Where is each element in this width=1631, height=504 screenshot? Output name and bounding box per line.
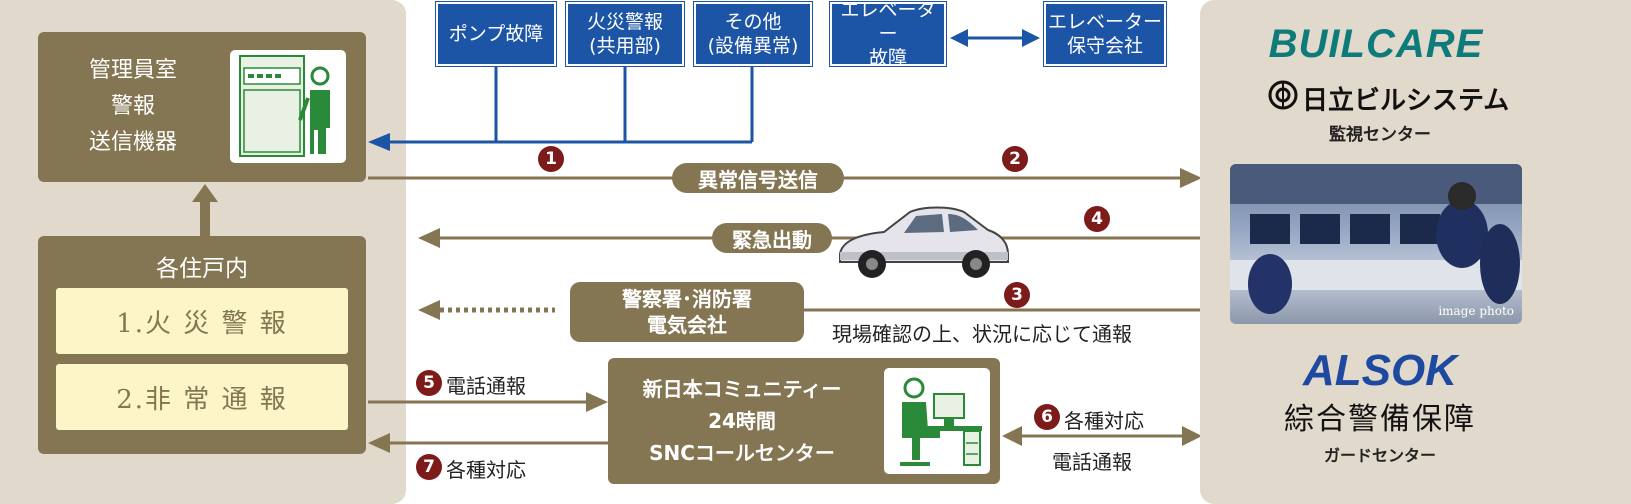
marker-5: 5 bbox=[416, 370, 442, 396]
photo-caption: image photo bbox=[1438, 304, 1514, 318]
police-fire-electric-pill: 警察署･消防署 電気会社 bbox=[570, 282, 804, 342]
snc-label: 新日本コミュニティー 24時間 SNCコールセンター bbox=[642, 377, 842, 465]
management-box: 管理員室 警報 送信機器 bbox=[38, 32, 366, 182]
report-note: 現場確認の上、状況に応じて通報 bbox=[832, 322, 1132, 346]
phone-call-label: 電話通報 bbox=[446, 374, 526, 398]
marker-2: 2 bbox=[1002, 146, 1028, 172]
alsok-company: 綜合警備保障 bbox=[1284, 402, 1476, 437]
guard-center-label: ガードセンター bbox=[1323, 446, 1436, 465]
alarm-panel-icon bbox=[239, 55, 330, 157]
call-center-illustration bbox=[884, 368, 990, 474]
up-arrow bbox=[192, 184, 218, 237]
elevator-maintenance-box: エレベーター 保守会社 bbox=[1043, 1, 1167, 67]
responses-right-label: 各種対応 bbox=[1064, 409, 1144, 433]
hitachi-mark-icon bbox=[1268, 80, 1298, 110]
alsok-logo: ALSOK bbox=[1303, 346, 1457, 395]
units-title: 各住戸内 bbox=[156, 256, 248, 282]
marker-6: 6 bbox=[1034, 404, 1060, 430]
pump-failure-box: ポンプ故障 bbox=[435, 1, 557, 67]
marker-4: 4 bbox=[1084, 206, 1110, 232]
marker-1: 1 bbox=[538, 146, 564, 172]
management-label: 管理員室 警報 送信機器 bbox=[88, 58, 177, 155]
hitachi-company: 日立ビルシステム bbox=[1302, 86, 1510, 116]
operator-desk-icon bbox=[900, 377, 982, 466]
fire-alarm-item: 1.火 災 警 報 bbox=[56, 288, 348, 354]
monitoring-center-label: 監視センター bbox=[1329, 125, 1431, 145]
emergency-call-item: 2.非 常 通 報 bbox=[56, 364, 348, 430]
emergency-dispatch-pill: 緊急出動 bbox=[712, 223, 832, 253]
snc-call-center-box: 新日本コミュニティー 24時間 SNCコールセンター bbox=[608, 358, 1000, 484]
other-equipment-box: その他 (設備異常) bbox=[693, 1, 813, 67]
monitoring-center-photo: image photo bbox=[1230, 164, 1522, 324]
builcare-logo: BUILCARE bbox=[1268, 22, 1484, 66]
patrol-car-icon bbox=[839, 206, 1009, 278]
units-box: 各住戸内 1.火 災 警 報 2.非 常 通 報 bbox=[38, 236, 366, 454]
responses-left-label: 各種対応 bbox=[446, 458, 526, 482]
signal-transmission-pill: 異常信号送信 bbox=[672, 163, 844, 193]
marker-3: 3 bbox=[1004, 282, 1030, 308]
marker-7: 7 bbox=[416, 454, 442, 480]
phone-call-right-label: 電話通報 bbox=[1052, 450, 1132, 474]
alarm-equipment-illustration bbox=[230, 50, 346, 163]
fire-alarm-common-box: 火災警報 (共用部) bbox=[565, 1, 685, 67]
elevator-failure-box: エレベーター 故障 bbox=[829, 0, 947, 69]
